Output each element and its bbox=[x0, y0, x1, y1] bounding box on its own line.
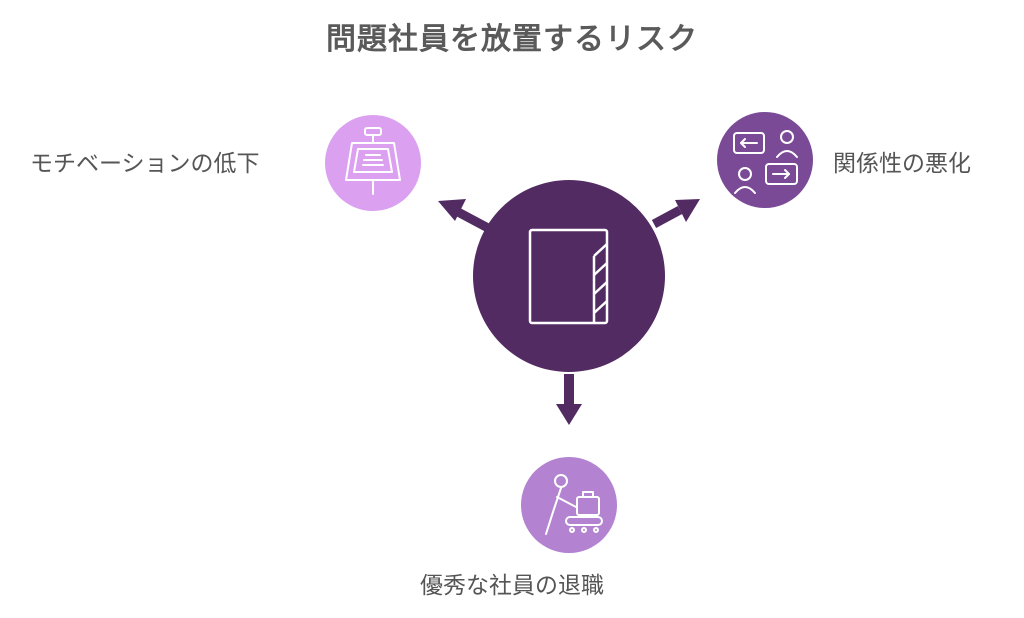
node-label-relationship: 関係性の悪化 bbox=[833, 151, 971, 177]
node-relationship-worsening bbox=[717, 112, 813, 208]
diagram-title: 問題社員を放置するリスク bbox=[326, 22, 698, 57]
arrow-to-left-node bbox=[438, 199, 491, 232]
presentation-board-icon bbox=[345, 127, 401, 195]
node-talent-attrition bbox=[521, 457, 617, 553]
arrow-to-bottom-node bbox=[556, 374, 582, 425]
baggage-conveyor-person-icon bbox=[545, 474, 603, 535]
node-motivation-decline bbox=[325, 115, 421, 211]
book-icon bbox=[528, 228, 609, 325]
node-label-attrition: 優秀な社員の退職 bbox=[420, 573, 604, 599]
arrow-to-right-node bbox=[651, 199, 700, 228]
center-node bbox=[473, 180, 665, 372]
conversation-exchange-icon bbox=[733, 130, 798, 194]
node-label-motivation: モチベーションの低下 bbox=[30, 151, 260, 177]
